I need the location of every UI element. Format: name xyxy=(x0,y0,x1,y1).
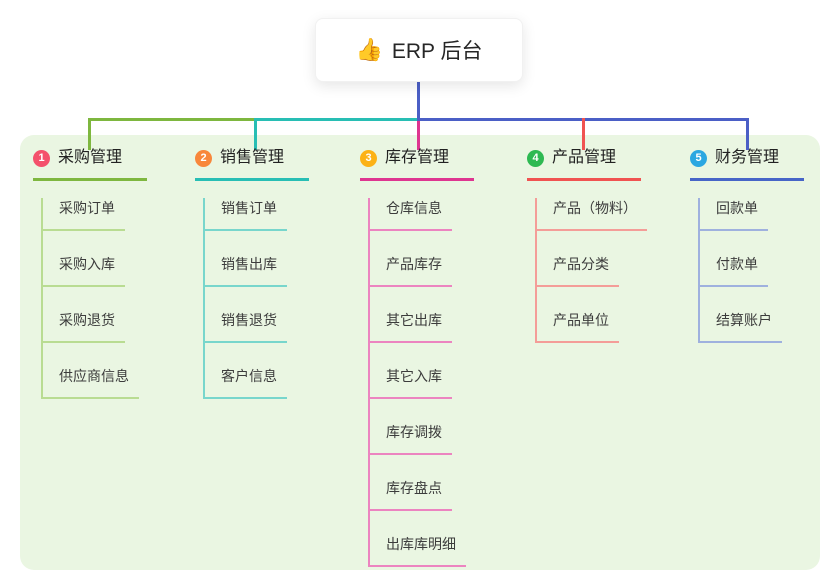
branch-product: 4 产品管理 产品（物料） 产品分类 产品单位 xyxy=(527,147,677,343)
badge-1: 1 xyxy=(33,149,50,167)
child-node[interactable]: 结算账户 xyxy=(700,310,782,343)
child-node[interactable]: 产品（物料） xyxy=(537,198,647,231)
child-node[interactable]: 采购退货 xyxy=(43,310,125,343)
branch-sales: 2 销售管理 销售订单 销售出库 销售退货 客户信息 xyxy=(195,147,345,399)
connector-horizontal-purchase xyxy=(88,118,256,121)
connector-horizontal-sales xyxy=(254,118,420,121)
child-node[interactable]: 仓库信息 xyxy=(370,198,452,231)
branch-finance: 5 财务管理 回款单 付款单 结算账户 xyxy=(690,147,839,343)
badge-5: 5 xyxy=(690,149,707,167)
root-node-label: ERP 后台 xyxy=(391,40,483,63)
branch-inventory: 3 库存管理 仓库信息 产品库存 其它出库 其它入库 库存调拨 库存盘点 出库库… xyxy=(360,147,510,567)
children-list-finance: 回款单 付款单 结算账户 xyxy=(698,198,782,343)
connector-drop-finance xyxy=(746,118,749,150)
branch-header-finance[interactable]: 5 财务管理 xyxy=(690,147,804,181)
connector-drop-product xyxy=(582,118,585,150)
child-node[interactable]: 供应商信息 xyxy=(43,366,139,399)
connector-root-stem xyxy=(417,82,420,121)
badge-2: 2 xyxy=(195,149,212,167)
connector-drop-inventory xyxy=(417,118,420,150)
branch-header-sales[interactable]: 2 销售管理 xyxy=(195,147,309,181)
child-node[interactable]: 付款单 xyxy=(700,254,768,287)
child-node[interactable]: 产品单位 xyxy=(537,310,619,343)
branch-header-purchase[interactable]: 1 采购管理 xyxy=(33,147,147,181)
children-list-inventory: 仓库信息 产品库存 其它出库 其它入库 库存调拨 库存盘点 出库库明细 xyxy=(368,198,466,567)
branch-title: 采购管理 xyxy=(58,149,123,166)
mindmap-canvas xyxy=(20,135,820,570)
root-node[interactable]: 👍 ERP 后台 xyxy=(315,18,523,82)
badge-3: 3 xyxy=(360,149,377,167)
child-node[interactable]: 产品库存 xyxy=(370,254,452,287)
thumbs-up-icon: 👍 xyxy=(355,37,383,62)
children-list-sales: 销售订单 销售出库 销售退货 客户信息 xyxy=(203,198,287,399)
child-node[interactable]: 销售退货 xyxy=(205,310,287,343)
connector-drop-purchase xyxy=(88,118,91,150)
child-node[interactable]: 产品分类 xyxy=(537,254,619,287)
children-list-product: 产品（物料） 产品分类 产品单位 xyxy=(535,198,647,343)
child-node[interactable]: 客户信息 xyxy=(205,366,287,399)
branch-purchase: 1 采购管理 采购订单 采购入库 采购退货 供应商信息 xyxy=(33,147,183,399)
children-list-purchase: 采购订单 采购入库 采购退货 供应商信息 xyxy=(41,198,139,399)
child-node[interactable]: 其它入库 xyxy=(370,366,452,399)
child-node[interactable]: 采购入库 xyxy=(43,254,125,287)
branch-title: 库存管理 xyxy=(385,149,450,166)
child-node[interactable]: 库存调拨 xyxy=(370,422,452,455)
child-node[interactable]: 销售出库 xyxy=(205,254,287,287)
badge-4: 4 xyxy=(527,149,544,167)
branch-title: 销售管理 xyxy=(220,149,285,166)
branch-title: 财务管理 xyxy=(715,149,780,166)
branch-header-product[interactable]: 4 产品管理 xyxy=(527,147,641,181)
child-node[interactable]: 其它出库 xyxy=(370,310,452,343)
child-node[interactable]: 回款单 xyxy=(700,198,768,231)
child-node[interactable]: 出库库明细 xyxy=(370,534,466,567)
connector-drop-sales xyxy=(254,118,257,150)
child-node[interactable]: 库存盘点 xyxy=(370,478,452,511)
child-node[interactable]: 采购订单 xyxy=(43,198,125,231)
branch-header-inventory[interactable]: 3 库存管理 xyxy=(360,147,474,181)
child-node[interactable]: 销售订单 xyxy=(205,198,287,231)
branch-title: 产品管理 xyxy=(552,149,617,166)
